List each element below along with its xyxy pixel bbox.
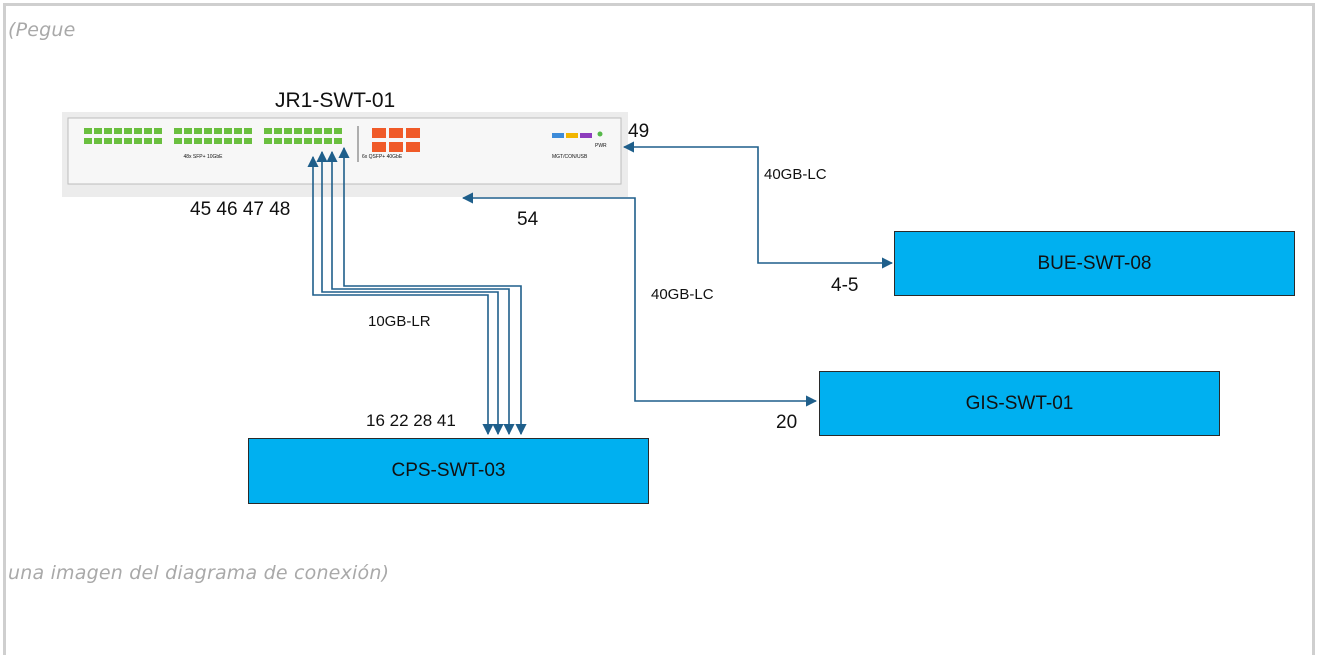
qsfp-port <box>389 128 403 138</box>
node-gis-label: GIS-SWT-01 <box>965 392 1074 414</box>
sfp-port <box>144 128 152 134</box>
sfp-port <box>304 138 312 144</box>
sfp-port <box>324 138 332 144</box>
sfp-port-block <box>84 128 342 144</box>
sfp-port <box>154 128 162 134</box>
mgmt-caption: MGT/CON/USB <box>552 154 588 160</box>
switch-jr1-swt-01: PWR 48x SFP+ 10GbE 6x QSFP+ 40GbE MGT/CO… <box>62 112 628 197</box>
sfp-port <box>204 138 212 144</box>
mgmt-port-blue <box>552 133 564 138</box>
switch-port-54: 54 <box>517 209 539 230</box>
qsfp-port <box>372 128 386 138</box>
sfp-port <box>244 138 252 144</box>
sfp-port <box>284 128 292 134</box>
sfp-port <box>174 138 182 144</box>
sfp-port <box>134 128 142 134</box>
qsfp-port <box>372 142 386 152</box>
pwr-label: PWR <box>595 143 607 149</box>
sfp-port <box>124 128 132 134</box>
qsfp-port <box>389 142 403 152</box>
sfp-port <box>314 128 322 134</box>
node-bue-label: BUE-SWT-08 <box>1037 252 1152 274</box>
sfp-port <box>204 128 212 134</box>
sfp-port <box>114 128 122 134</box>
sfp-port <box>214 128 222 134</box>
sfp-port <box>324 128 332 134</box>
sfp-port <box>114 138 122 144</box>
bue-link-label: 40GB-LC <box>764 166 827 183</box>
link-port49-to-bue <box>622 141 894 269</box>
qsfp-port <box>406 128 420 138</box>
placeholder-text-top: (Pegue <box>8 19 76 41</box>
sfp-port <box>234 128 242 134</box>
qsfp-caption: 6x QSFP+ 40GbE <box>362 154 403 160</box>
sfp-port <box>174 128 182 134</box>
sfp-port <box>94 128 102 134</box>
sfp-port <box>294 138 302 144</box>
sfp-port <box>294 128 302 134</box>
gis-link-label: 40GB-LC <box>651 286 714 303</box>
node-bue-swt-08: BUE-SWT-08 <box>894 231 1295 296</box>
sfp-port <box>304 128 312 134</box>
sfp-port <box>234 138 242 144</box>
sfp-port <box>104 138 112 144</box>
sfp-port <box>244 128 252 134</box>
sfp-port <box>184 138 192 144</box>
sfp-port <box>264 138 272 144</box>
sfp-port <box>274 138 282 144</box>
sfp-port <box>214 138 222 144</box>
switch-port-49: 49 <box>628 121 649 142</box>
cps-link-label: 10GB-LR <box>368 313 431 330</box>
sfp-port <box>274 128 282 134</box>
cps-ports: 16 22 28 41 <box>366 411 456 430</box>
link-port45-to-16 <box>307 155 494 436</box>
power-led-icon <box>597 131 603 137</box>
sfp-port <box>124 138 132 144</box>
sfp-port <box>104 128 112 134</box>
sfp-port <box>184 128 192 134</box>
link-port54-to-gis <box>461 192 818 407</box>
sfp-port <box>84 138 92 144</box>
node-cps-swt-03: CPS-SWT-03 <box>248 438 649 504</box>
sfp-port <box>94 138 102 144</box>
switch-ports-left: 45 46 47 48 <box>190 199 290 220</box>
sfp-port <box>334 138 342 144</box>
sfp-port <box>224 138 232 144</box>
bue-port: 4-5 <box>831 275 858 296</box>
sfp-caption: 48x SFP+ 10GbE <box>183 154 223 160</box>
sfp-port <box>134 138 142 144</box>
sfp-port <box>144 138 152 144</box>
qsfp-port <box>406 142 420 152</box>
sfp-port <box>194 138 202 144</box>
gis-port: 20 <box>776 412 797 433</box>
placeholder-text-bottom: una imagen del diagrama de conexión) <box>8 562 390 584</box>
mgmt-port-purple <box>580 133 592 138</box>
sfp-port <box>224 128 232 134</box>
sfp-port <box>284 138 292 144</box>
sfp-port <box>154 138 162 144</box>
sfp-port <box>84 128 92 134</box>
switch-name: JR1-SWT-01 <box>275 89 395 112</box>
image-placeholder-frame <box>3 3 1315 655</box>
sfp-port <box>264 128 272 134</box>
sfp-port <box>194 128 202 134</box>
node-cps-label: CPS-SWT-03 <box>391 460 506 481</box>
mgmt-port-yellow <box>566 133 578 138</box>
sfp-port <box>314 138 322 144</box>
node-gis-swt-01: GIS-SWT-01 <box>819 371 1220 436</box>
sfp-port <box>334 128 342 134</box>
